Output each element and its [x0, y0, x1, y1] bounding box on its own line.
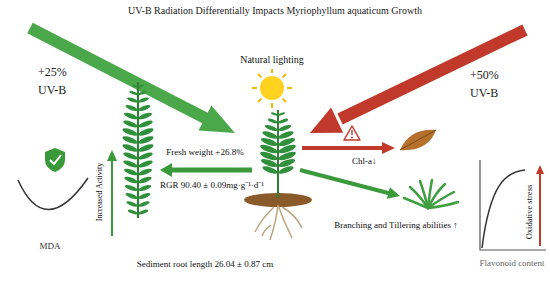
shield-icon [45, 148, 65, 172]
effect-label: Sediment root length 26.04 ± 0.87 cm [137, 259, 273, 270]
central-plant [267, 118, 288, 125]
left-plant [123, 167, 153, 176]
chl-arrow [302, 146, 383, 150]
sun [271, 69, 273, 73]
central-plant [259, 110, 297, 198]
flavonoid-curve [482, 170, 525, 248]
sun [283, 99, 287, 103]
growth-arrow [160, 163, 252, 177]
axis-label: Flavonoid content [479, 258, 544, 269]
left-plant [122, 127, 155, 137]
uvb-50-arrow [310, 30, 525, 133]
sun [252, 69, 292, 108]
flavonoid-curve [482, 170, 525, 248]
effect-label: Chl-a↓ [352, 156, 377, 167]
left-plant [124, 184, 152, 193]
roots [282, 207, 302, 228]
bush [428, 184, 445, 208]
central-plant [262, 165, 295, 175]
dose-label: +50% [470, 68, 499, 82]
brown-leaf [400, 130, 436, 150]
roots [255, 205, 302, 240]
sun [260, 76, 284, 100]
flavonoid-axes [480, 160, 546, 250]
roots [262, 225, 271, 236]
uvb-25-arrow [30, 28, 235, 133]
shield-icon [50, 155, 61, 164]
left-plant [129, 90, 147, 96]
central-plant [277, 110, 279, 198]
left-plant [131, 84, 144, 88]
activity-arrow [107, 150, 117, 161]
left-plant [122, 151, 153, 161]
mda-curve [18, 178, 88, 210]
left-plant [122, 82, 155, 218]
sun [258, 99, 262, 103]
chl-arrow [302, 142, 395, 154]
roots [255, 207, 274, 232]
left-plant [126, 200, 151, 208]
uvb-50-arrow [310, 108, 343, 134]
sun [252, 87, 257, 89]
axis-label: MDA [39, 241, 60, 252]
light-label: Natural lighting [240, 54, 304, 66]
growth-arrow [170, 168, 252, 173]
central-plant [264, 124, 292, 133]
stress-arrow [536, 165, 544, 246]
dose-label: +25% [38, 65, 67, 79]
left-plant [124, 175, 153, 184]
uvb-25-arrow [30, 28, 207, 119]
left-plant [122, 119, 153, 129]
shield-icon [45, 148, 65, 172]
brown-leaf [400, 130, 436, 150]
activity-arrow [107, 150, 117, 236]
diagram-title: UV-B Radiation Differentially Impacts My… [128, 5, 422, 17]
effect-label: Fresh weight +26.8% [166, 147, 243, 158]
left-plant [127, 209, 148, 216]
chl-arrow [382, 142, 395, 154]
branching-arrow [387, 187, 400, 199]
axis-label: Oxidative stress [524, 185, 534, 240]
activity-arrow [111, 160, 113, 236]
flavonoid-axes [480, 160, 546, 250]
sun [258, 74, 262, 78]
effect-label: RGR 90.40 ± 0.09mg·g⁻¹·d⁻¹ [160, 180, 264, 191]
dose-label: UV-B [38, 83, 66, 97]
stress-arrow [539, 173, 541, 246]
bush [404, 180, 458, 208]
warning-icon [351, 130, 352, 135]
growth-arrow [160, 163, 172, 177]
warning-icon [351, 137, 353, 139]
stress-arrow [536, 165, 544, 174]
branching-arrow [300, 170, 400, 199]
axis-label: Increased Activity [95, 163, 105, 221]
uvb-25-arrow [199, 106, 235, 133]
left-plant [122, 143, 155, 153]
mda-curve [18, 178, 88, 210]
bush [428, 202, 458, 208]
left-plant [122, 135, 155, 145]
effect-label: Branching and Tillering abilities ↑ [334, 220, 458, 231]
left-plant [125, 192, 151, 200]
branching-arrow [300, 170, 390, 194]
sun [271, 103, 273, 108]
left-plant [127, 96, 150, 103]
sun [283, 74, 287, 78]
warning-icon [344, 126, 360, 140]
brown-leaf [400, 130, 436, 150]
left-plant [123, 111, 153, 120]
sun [287, 87, 292, 89]
warning-icon [344, 126, 360, 140]
left-plant [125, 104, 151, 112]
central-plant [271, 112, 286, 117]
dose-label: UV-B [470, 86, 498, 100]
roots [278, 205, 292, 238]
bush [404, 198, 428, 208]
left-plant [122, 159, 153, 169]
uvb-50-arrow [340, 30, 525, 119]
